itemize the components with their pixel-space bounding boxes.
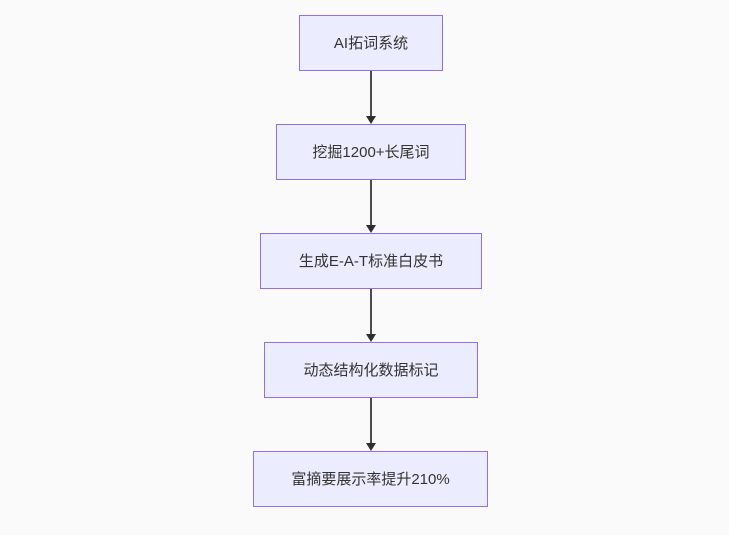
- arrowhead-icon: [366, 225, 376, 233]
- flowchart-node-longtail-mining: 挖掘1200+长尾词: [276, 124, 466, 180]
- node-label: 富摘要展示率提升210%: [291, 470, 450, 488]
- arrowhead-icon: [366, 443, 376, 451]
- flowchart-node-structured-data: 动态结构化数据标记: [264, 342, 478, 398]
- flowchart-node-ai-word-system: AI拓词系统: [299, 15, 443, 71]
- edge-line: [370, 180, 372, 225]
- flowchart-edge: [365, 71, 377, 124]
- node-label: 生成E-A-T标准白皮书: [298, 252, 444, 270]
- flowchart-edge: [365, 180, 377, 233]
- node-label: 挖掘1200+长尾词: [312, 143, 430, 161]
- flowchart-edge: [365, 289, 377, 342]
- node-label: AI拓词系统: [333, 34, 409, 52]
- edge-line: [370, 71, 372, 116]
- arrowhead-icon: [366, 116, 376, 124]
- edge-line: [370, 398, 372, 443]
- edge-line: [370, 289, 372, 334]
- node-label: 动态结构化数据标记: [303, 361, 439, 379]
- flowchart-edge: [365, 398, 377, 451]
- flowchart-node-eat-whitepaper: 生成E-A-T标准白皮书: [260, 233, 482, 289]
- flowchart-node-rich-snippet-result: 富摘要展示率提升210%: [253, 451, 488, 507]
- arrowhead-icon: [366, 334, 376, 342]
